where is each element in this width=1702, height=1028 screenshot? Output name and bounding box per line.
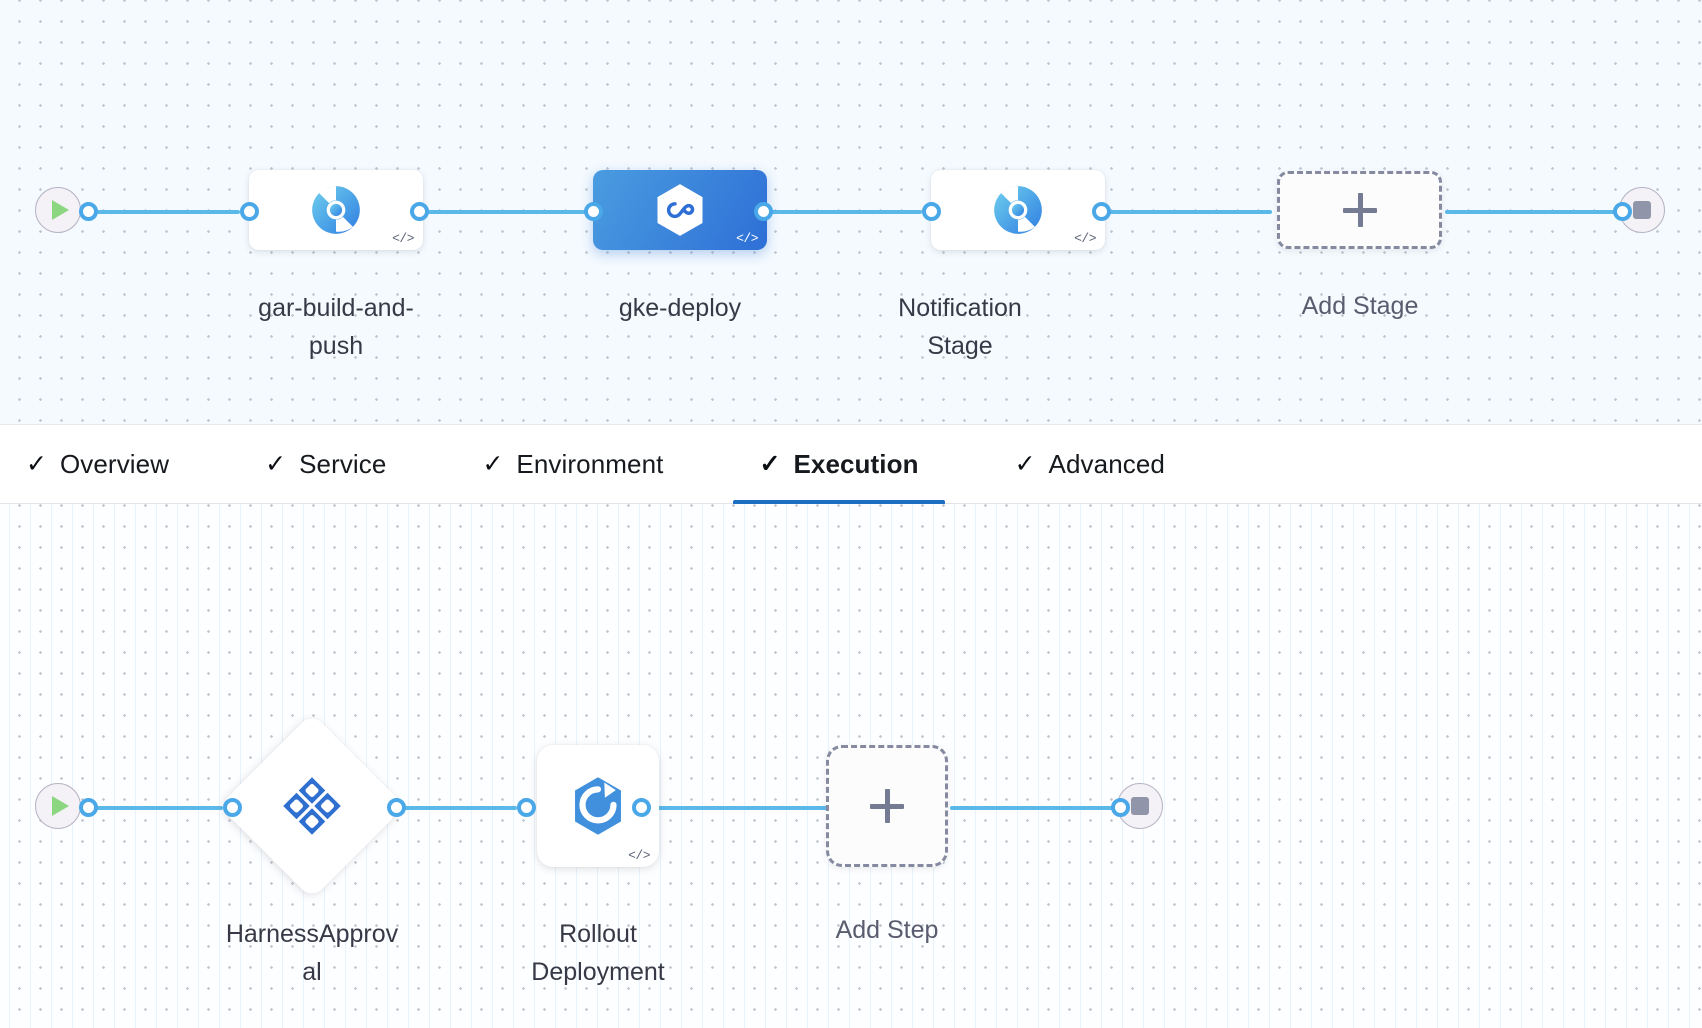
step1-port-left[interactable] xyxy=(223,798,242,817)
plus-icon xyxy=(1342,193,1377,227)
wire-stage1-to-stage2 xyxy=(418,210,593,214)
check-icon: ✓ xyxy=(26,449,47,478)
stage-label-notification-stage: Notification Stage xyxy=(898,294,1022,360)
kubernetes-rollout-icon xyxy=(568,775,628,837)
tab-overview[interactable]: ✓ Overview xyxy=(26,424,169,504)
step-label-harness-approval: HarnessApprov al xyxy=(225,920,399,986)
start-node-port[interactable] xyxy=(79,202,98,221)
plus-icon xyxy=(870,789,904,823)
wire-start-to-step1 xyxy=(88,806,223,810)
code-badge-icon: </> xyxy=(392,231,414,246)
wire-stage3-to-addstage xyxy=(1100,210,1272,214)
wire-start-to-stage1 xyxy=(88,210,240,214)
wire-step1-to-step2 xyxy=(395,806,517,810)
stage3-port-right[interactable] xyxy=(1092,202,1111,221)
harness-cd-hexagon-icon xyxy=(655,183,705,237)
stop-icon xyxy=(1131,797,1149,815)
tab-label: Execution xyxy=(793,448,919,479)
code-badge-icon: </> xyxy=(1074,231,1096,246)
wire-stage2-to-stage3 xyxy=(762,210,922,214)
step2-port-right[interactable] xyxy=(632,798,651,817)
wire-step2-to-addstep xyxy=(640,806,830,810)
pipeline-start-node[interactable] xyxy=(35,187,81,233)
tab-environment[interactable]: ✓ Environment xyxy=(482,424,663,504)
stage2-port-right[interactable] xyxy=(754,202,773,221)
stage3-port-left[interactable] xyxy=(922,202,941,221)
stop-icon xyxy=(1633,201,1651,219)
check-icon: ✓ xyxy=(265,449,287,478)
wire-addstep-to-end xyxy=(950,806,1120,810)
tab-service[interactable]: ✓ Service xyxy=(265,424,386,504)
step1-port-right[interactable] xyxy=(387,798,406,817)
add-step-label: Add Step xyxy=(835,916,939,944)
check-icon: ✓ xyxy=(759,449,781,478)
tab-execution[interactable]: ✓ Execution xyxy=(733,424,945,505)
step-node-harness-approval[interactable] xyxy=(218,712,406,900)
tab-label: Service xyxy=(299,448,387,479)
code-badge-icon: </> xyxy=(628,848,650,863)
tab-label: Advanced xyxy=(1048,448,1165,479)
stage-label-gke-deploy: gke-deploy xyxy=(618,294,742,322)
stage2-port-left[interactable] xyxy=(584,202,603,221)
step2-port-left[interactable] xyxy=(517,798,536,817)
play-icon xyxy=(52,200,69,220)
execution-start-node[interactable] xyxy=(35,783,81,829)
tab-label: Environment xyxy=(516,448,664,479)
step-node-rollout-deployment[interactable]: </> xyxy=(537,745,659,867)
exec-end-port[interactable] xyxy=(1111,798,1130,817)
exec-start-port[interactable] xyxy=(79,798,98,817)
harness-ci-build-icon xyxy=(992,184,1044,236)
pipeline-stage-canvas[interactable]: </> gar-build-and- push </> gke-deploy xyxy=(0,0,1702,424)
add-stage-label: Add Stage xyxy=(1301,292,1419,320)
add-stage-button[interactable] xyxy=(1277,171,1442,249)
wire-addstage-to-end xyxy=(1445,210,1622,214)
stage-node-notification-stage[interactable]: </> xyxy=(931,170,1105,250)
stage-node-gar-build-and-push[interactable]: </> xyxy=(249,170,423,250)
tab-advanced[interactable]: ✓ Advanced xyxy=(1015,424,1165,504)
stage-label-gar-build-and-push: gar-build-and- push xyxy=(258,294,414,360)
step-label-rollout-deployment: Rollout Deployment xyxy=(531,920,665,986)
code-badge-icon: </> xyxy=(736,231,758,246)
stage-config-tabs[interactable]: ✓ Overview ✓ Service ✓ Environment ✓ Exe… xyxy=(0,424,1702,505)
add-step-button[interactable] xyxy=(826,745,948,867)
harness-ci-build-icon xyxy=(310,184,362,236)
check-icon: ✓ xyxy=(482,449,504,478)
harness-approval-diamond-icon xyxy=(246,740,378,872)
stage1-port-right[interactable] xyxy=(410,202,429,221)
play-icon xyxy=(52,796,69,816)
end-node-port[interactable] xyxy=(1613,202,1632,221)
tab-label: Overview xyxy=(59,448,170,479)
check-icon: ✓ xyxy=(1014,449,1036,478)
execution-canvas[interactable]: HarnessApprov al </> Rollout Deployment … xyxy=(0,504,1702,1028)
stage1-port-left[interactable] xyxy=(240,202,259,221)
stage-node-gke-deploy[interactable]: </> xyxy=(593,170,767,250)
